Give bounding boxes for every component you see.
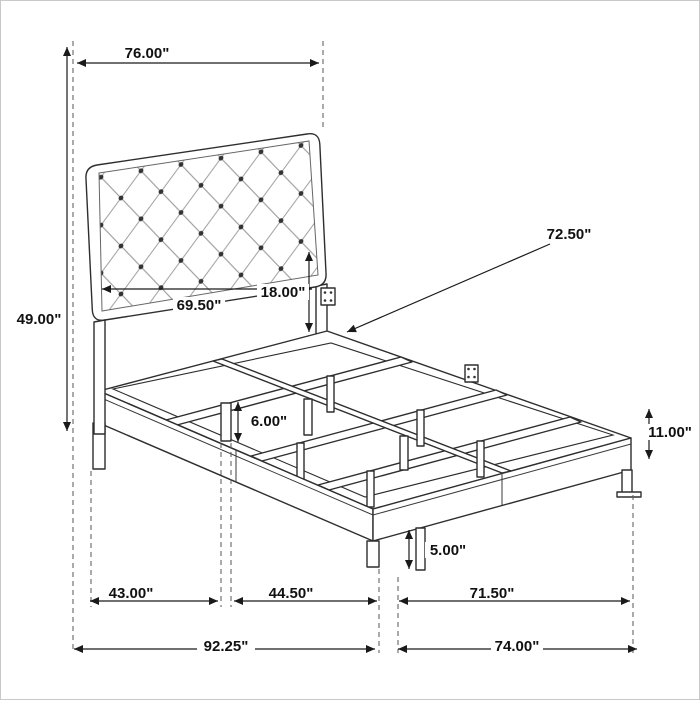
dim-label-foot-section-length: 74.00": [495, 638, 540, 655]
dim-label-bg: [121, 45, 173, 61]
dim-label-overall-width: 76.00": [125, 45, 170, 62]
dim-label-rail-height: 11.00": [648, 424, 692, 441]
support-leg: [416, 409, 425, 447]
dim-label-bg: [491, 638, 543, 655]
dimension-segment-mid: 44.50": [234, 585, 377, 605]
dim-label-center-leg-height: 5.00": [430, 542, 466, 559]
support-leg: [366, 470, 375, 508]
extension-lines: [72, 41, 634, 653]
dimensions: 76.00" 49.00" 69.50" 18.00" 72.50" 6.00": [13, 45, 696, 655]
dimension-interior-length: 72.50": [346, 225, 596, 333]
dim-label-frame-length: 92.25": [204, 638, 249, 655]
support-leg: [476, 440, 485, 478]
support-leg: [399, 435, 409, 471]
dimension-center-leg-height: 5.00": [405, 530, 471, 569]
dimension-headboard-panel-height: 18.00": [257, 252, 313, 332]
dim-label-slat-leg-height: 6.00": [251, 413, 287, 430]
dim-label-headboard-height: 49.00": [17, 311, 62, 328]
dim-label-bg: [173, 297, 225, 313]
dimension-segment-head: 43.00": [90, 585, 218, 605]
dim-label-bg: [466, 586, 518, 600]
corner-leg-foot-right-base: [616, 491, 642, 498]
dim-label-bg: [257, 284, 309, 300]
support-leg: [296, 442, 305, 480]
support-leg: [303, 398, 313, 436]
dim-label-bg: [246, 413, 292, 429]
dim-label-segment-mid: 44.50": [269, 585, 314, 602]
dim-label-bg: [425, 542, 471, 558]
dim-label-segment-head: 43.00": [109, 585, 154, 602]
dimension-segment-foot: 71.50": [399, 585, 630, 605]
dim-label-bg: [265, 586, 317, 600]
bracket-rail: [464, 364, 479, 383]
dim-label-bg: [13, 311, 65, 327]
bracket-headboard: [320, 287, 336, 306]
headboard-leg-left: [93, 319, 106, 435]
headboard-tufting: [98, 140, 319, 312]
dim-label-segment-foot: 71.50": [470, 585, 515, 602]
dim-label-headboard-width: 69.50": [177, 297, 222, 314]
center-foot-leg: [415, 527, 426, 571]
dim-label-bg: [542, 225, 596, 242]
dim-label-panel-height: 18.00": [261, 284, 306, 301]
leader-line: [346, 243, 551, 333]
dim-label-interior-length: 72.50": [547, 226, 592, 243]
deck-inner-outline: [111, 342, 615, 498]
dim-label-bg: [644, 424, 696, 440]
dimension-overall-width: 76.00": [77, 45, 319, 67]
support-leg-measured: [220, 402, 232, 442]
support-leg: [326, 375, 335, 413]
dimension-rail-height: 11.00": [644, 409, 696, 459]
dimension-frame-length: 92.25": [74, 638, 375, 655]
dimension-foot-section-length: 74.00": [398, 638, 637, 655]
dim-label-bg: [197, 638, 255, 655]
dim-label-bg: [105, 586, 157, 600]
bed-illustration: [85, 133, 642, 571]
corner-leg-foot-front: [366, 540, 380, 568]
dimension-slat-leg-height: 6.00": [234, 402, 292, 442]
corner-leg-foot-right: [621, 469, 633, 494]
dimension-headboard-height: 49.00": [13, 47, 71, 431]
